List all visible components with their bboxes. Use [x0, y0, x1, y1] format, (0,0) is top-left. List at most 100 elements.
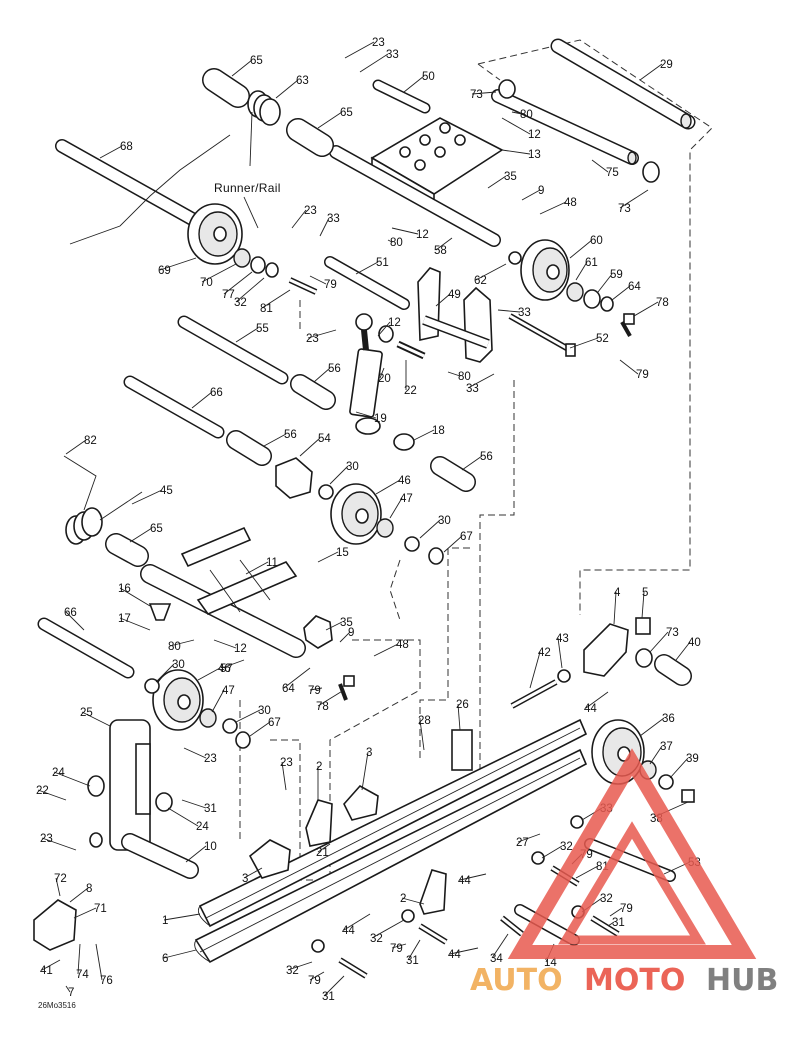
rod-55 — [177, 315, 289, 385]
part-label-28: 28 — [418, 715, 431, 727]
part-label-34: 34 — [490, 953, 503, 965]
part-label-3: 3 — [366, 747, 372, 759]
bolt-81a — [288, 277, 318, 295]
part-label-15: 15 — [336, 547, 349, 559]
part-label-79: 79 — [620, 903, 633, 915]
leader-line-10 — [185, 845, 207, 863]
shock-19 — [349, 313, 383, 435]
washer-62 — [508, 251, 522, 265]
washer-64a — [600, 296, 614, 312]
cam-35b — [303, 615, 333, 649]
part-label-80: 80 — [390, 237, 403, 249]
part-label-31: 31 — [322, 991, 335, 1003]
watermark-triangle-icon — [507, 748, 757, 959]
leader-line-80 — [387, 239, 393, 243]
part-label-17: 17 — [118, 613, 131, 625]
wheel-46b — [152, 669, 204, 731]
leader-line-73 — [649, 631, 669, 653]
leader-line-80 — [447, 371, 461, 377]
part-label-80: 80 — [520, 109, 533, 121]
leader-line-24 — [53, 771, 91, 787]
leader-line-72 — [55, 877, 61, 897]
plate-2a — [305, 799, 333, 847]
block-5 — [635, 617, 651, 635]
drawing-code: 26Mo3516 — [38, 1001, 76, 1010]
part-label-48: 48 — [396, 639, 409, 651]
part-label-42: 42 — [538, 647, 551, 659]
leader-line-31 — [607, 921, 615, 927]
leader-line-21 — [317, 843, 331, 853]
leader-line-33 — [467, 373, 495, 389]
part-label-46: 46 — [218, 663, 231, 675]
part-label-20: 20 — [378, 373, 391, 385]
part-label-32: 32 — [600, 893, 613, 905]
part-number-labels: 2333502965637380651268137535973482333128… — [36, 37, 701, 1003]
leader-line-3 — [361, 751, 369, 791]
leader-line-79 — [391, 943, 407, 949]
part-label-23: 23 — [40, 833, 53, 845]
part-label-75: 75 — [606, 167, 619, 179]
washer-24a — [87, 775, 105, 797]
leader-line-41 — [41, 959, 61, 971]
leader-line-25 — [81, 711, 111, 727]
part-label-45: 45 — [160, 485, 173, 497]
leader-line-80 — [169, 639, 195, 647]
leader-line-33 — [497, 309, 521, 313]
leader-line-65 — [317, 111, 343, 129]
leader-line-13 — [501, 149, 531, 155]
bushing-18 — [393, 433, 415, 451]
part-label-79: 79 — [324, 279, 337, 291]
watermark-auto: AUTO — [470, 963, 563, 998]
part-label-72: 72 — [54, 873, 67, 885]
leader-line-49 — [435, 293, 451, 307]
part-label-23: 23 — [304, 205, 317, 217]
leader-line-46 — [197, 667, 221, 681]
leader-line-11 — [245, 561, 269, 575]
bumper-16 — [148, 603, 172, 621]
part-label-65: 65 — [250, 55, 263, 67]
leader-line-2 — [401, 897, 425, 905]
bearing-61 — [566, 282, 584, 302]
part-label-18: 18 — [432, 425, 445, 437]
leader-line-50 — [403, 75, 425, 93]
part-label-58: 58 — [434, 245, 447, 257]
arm-25 — [109, 719, 151, 851]
part-label-79: 79 — [636, 369, 649, 381]
spring-63 — [247, 90, 281, 167]
leader-line-58 — [435, 237, 453, 251]
watermark-moto: MOTO — [584, 963, 685, 998]
part-label-51: 51 — [376, 257, 389, 269]
leader-line-56 — [313, 367, 331, 383]
leader-line-73 — [471, 91, 497, 95]
sleeve-56a — [290, 374, 336, 410]
front-arm-assembly — [33, 719, 620, 979]
leader-line-71 — [73, 907, 97, 919]
leader-line-73 — [619, 189, 649, 209]
leader-line-79 — [619, 359, 639, 375]
leader-line-31 — [323, 975, 345, 997]
part-label-11: 11 — [266, 557, 278, 569]
part-label-70: 70 — [200, 277, 213, 289]
leader-line-78 — [633, 301, 659, 317]
sleeve-56c — [430, 456, 476, 492]
wheel-69 — [187, 203, 243, 265]
part-label-1: 1 — [162, 915, 168, 927]
leader-line-70 — [201, 263, 237, 283]
leader-line-56 — [461, 455, 483, 471]
leader-line-5 — [641, 591, 645, 619]
part-label-49: 49 — [448, 289, 461, 301]
part-label-9: 9 — [538, 185, 544, 197]
leader-line-40 — [675, 641, 691, 661]
leader-line-44 — [585, 691, 609, 709]
shaft-51 — [324, 256, 410, 310]
part-label-31: 31 — [204, 803, 217, 815]
leader-line-42 — [529, 651, 541, 689]
part-label-12: 12 — [234, 643, 247, 655]
part-label-79: 79 — [308, 975, 321, 987]
leader-line-19 — [355, 411, 377, 419]
leader-line-32 — [371, 919, 405, 939]
leader-line-31 — [181, 799, 207, 809]
leader-line-78 — [317, 689, 345, 707]
part-label-23: 23 — [306, 333, 319, 345]
leader-line-12 — [391, 227, 419, 235]
